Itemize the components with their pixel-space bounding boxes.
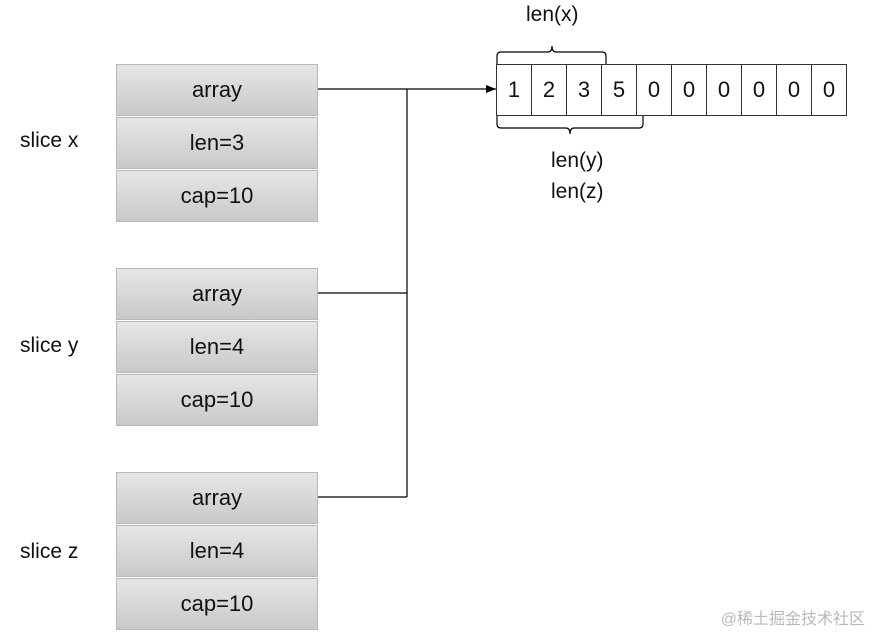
slice-y-array-field: array — [116, 268, 318, 320]
slice-x-array-field: array — [116, 64, 318, 116]
slice-y-label: slice y — [20, 334, 79, 357]
array-cell: 0 — [741, 64, 777, 116]
slice-x-len-field: len=3 — [116, 117, 318, 169]
len-x-label: len(x) — [526, 3, 579, 26]
slice-y-cap-field: cap=10 — [116, 374, 318, 426]
slice-x-struct: array len=3 cap=10 — [116, 64, 318, 222]
slice-z-array-field: array — [116, 472, 318, 524]
underlying-array: 1 2 3 5 0 0 0 0 0 0 — [496, 64, 847, 116]
array-cell: 0 — [706, 64, 742, 116]
slice-z-label: slice z — [20, 540, 79, 563]
array-cell: 3 — [566, 64, 602, 116]
brace-top — [496, 45, 607, 64]
array-cell: 5 — [601, 64, 637, 116]
slice-y-struct: array len=4 cap=10 — [116, 268, 318, 426]
array-cell: 0 — [811, 64, 847, 116]
slice-y-len-field: len=4 — [116, 321, 318, 373]
slice-x-label: slice x — [20, 129, 79, 152]
array-cell: 0 — [671, 64, 707, 116]
slice-z-struct: array len=4 cap=10 — [116, 472, 318, 630]
array-cell: 2 — [531, 64, 567, 116]
watermark: @稀土掘金技术社区 — [720, 611, 865, 628]
slice-x-cap-field: cap=10 — [116, 170, 318, 222]
len-y-label: len(y) — [551, 149, 604, 172]
array-cell: 0 — [776, 64, 812, 116]
slice-z-len-field: len=4 — [116, 525, 318, 577]
array-cell: 1 — [496, 64, 532, 116]
len-z-label: len(z) — [551, 180, 604, 203]
slice-z-cap-field: cap=10 — [116, 578, 318, 630]
brace-bottom — [496, 116, 644, 135]
array-cell: 0 — [636, 64, 672, 116]
